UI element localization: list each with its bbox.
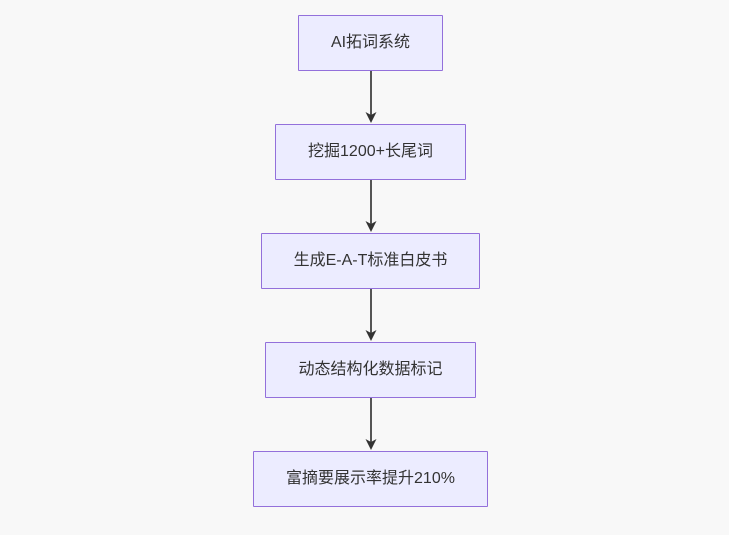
arrow-down-icon [365, 71, 376, 123]
flow-node-label: 生成E-A-T标准白皮书 [293, 252, 448, 269]
flow-node-label: 动态结构化数据标记 [298, 361, 443, 378]
flow-node-n1: AI拓词系统 [297, 15, 444, 71]
flowchart-column: AI拓词系统 挖掘1200+长尾词 生成E-A-T标准白皮书 动态结构化数据标记… [6, 0, 729, 507]
arrow-down-icon [365, 180, 376, 232]
arrow-down-icon [365, 398, 376, 450]
flow-node-n5: 富摘要展示率提升210% [253, 451, 488, 507]
flow-node-label: 挖掘1200+长尾词 [308, 143, 433, 160]
flow-node-label: AI拓词系统 [330, 34, 411, 51]
arrow-down-icon [365, 289, 376, 341]
flow-node-n4: 动态结构化数据标记 [265, 342, 476, 398]
flow-node-n2: 挖掘1200+长尾词 [275, 124, 466, 180]
flow-node-n3: 生成E-A-T标准白皮书 [260, 233, 481, 289]
flow-node-label: 富摘要展示率提升210% [286, 470, 455, 487]
